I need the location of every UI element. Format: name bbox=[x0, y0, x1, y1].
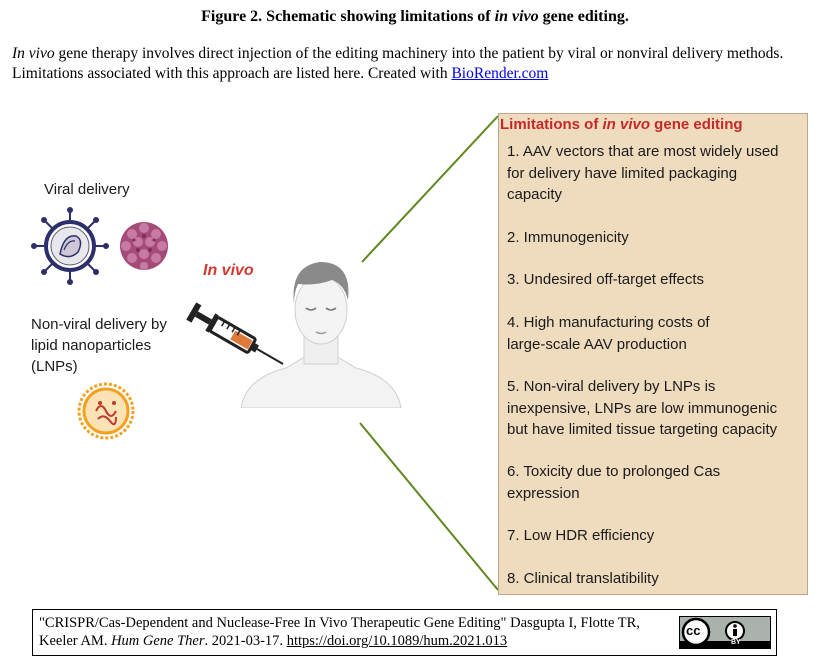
viral-delivery-label: Viral delivery bbox=[44, 181, 130, 198]
limitations-panel-title: Limitations of in vivo gene editing bbox=[500, 116, 743, 133]
virus-icon bbox=[31, 207, 109, 285]
biorender-link[interactable]: BioRender.com bbox=[451, 65, 549, 82]
figure-title: Figure 2. Schematic showing limitations … bbox=[201, 8, 629, 25]
cc-by-badge-graphic bbox=[680, 617, 770, 648]
in-vivo-label: In vivo bbox=[203, 262, 254, 279]
limitation-item: 7. Low HDR efficiency bbox=[507, 527, 655, 544]
cc-text: cc bbox=[686, 623, 701, 638]
limitation-item: 6. Toxicity due to prolonged Cas express… bbox=[507, 463, 721, 502]
adenovirus-icon bbox=[120, 222, 168, 270]
limitation-item: 2. Immunogenicity bbox=[507, 229, 629, 246]
limitation-item: 1. AAV vectors that are most widely used… bbox=[507, 143, 779, 203]
limitation-item: 3. Undesired off-target effects bbox=[507, 271, 705, 288]
syringe-icon bbox=[186, 302, 284, 365]
doi-link[interactable]: https://doi.org/10.1089/hum.2021.013 bbox=[286, 633, 508, 649]
limitation-item: 8. Clinical translatibility bbox=[507, 570, 659, 587]
limitation-item: 5. Non-viral delivery by LNPs is inexpen… bbox=[507, 378, 778, 438]
cc-by-license-badge[interactable]: cc BY bbox=[679, 616, 771, 649]
figure-caption: In vivo gene therapy involves direct inj… bbox=[12, 45, 784, 82]
nonviral-delivery-label: Non-viral delivery by lipid nanoparticle… bbox=[31, 316, 167, 375]
lnp-icon bbox=[77, 382, 135, 440]
by-text: BY bbox=[731, 639, 741, 646]
citation-box: "CRISPR/Cas-Dependent and Nuclease-Free … bbox=[32, 609, 777, 656]
patient-illustration bbox=[240, 262, 402, 408]
limitations-panel bbox=[498, 113, 808, 595]
limitation-item: 4. High manufacturing costs of large-sca… bbox=[507, 314, 710, 353]
